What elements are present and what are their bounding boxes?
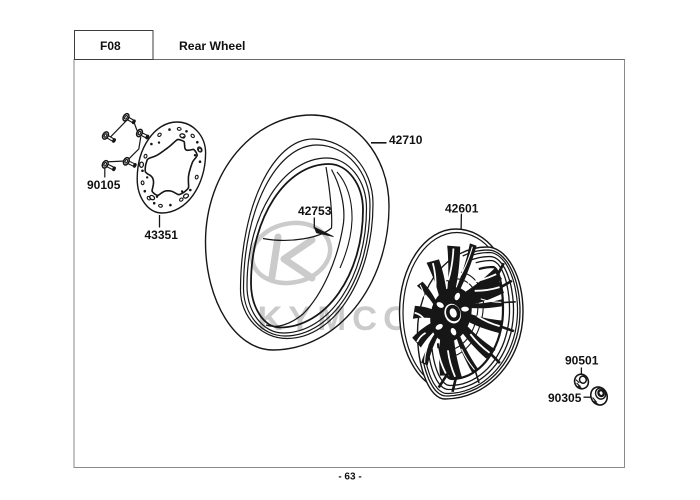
svg-text:90105: 90105 bbox=[87, 178, 121, 192]
svg-text:Rear Wheel: Rear Wheel bbox=[179, 39, 245, 53]
svg-text:42710: 42710 bbox=[389, 133, 423, 147]
svg-text:- 63 -: - 63 - bbox=[338, 472, 361, 483]
svg-text:43351: 43351 bbox=[145, 228, 179, 242]
svg-text:KYMCO: KYMCO bbox=[258, 300, 416, 338]
svg-text:42753: 42753 bbox=[298, 204, 332, 218]
svg-text:42601: 42601 bbox=[445, 202, 479, 216]
svg-text:F08: F08 bbox=[100, 39, 121, 53]
svg-text:90501: 90501 bbox=[565, 354, 599, 368]
svg-text:90305: 90305 bbox=[548, 391, 582, 405]
